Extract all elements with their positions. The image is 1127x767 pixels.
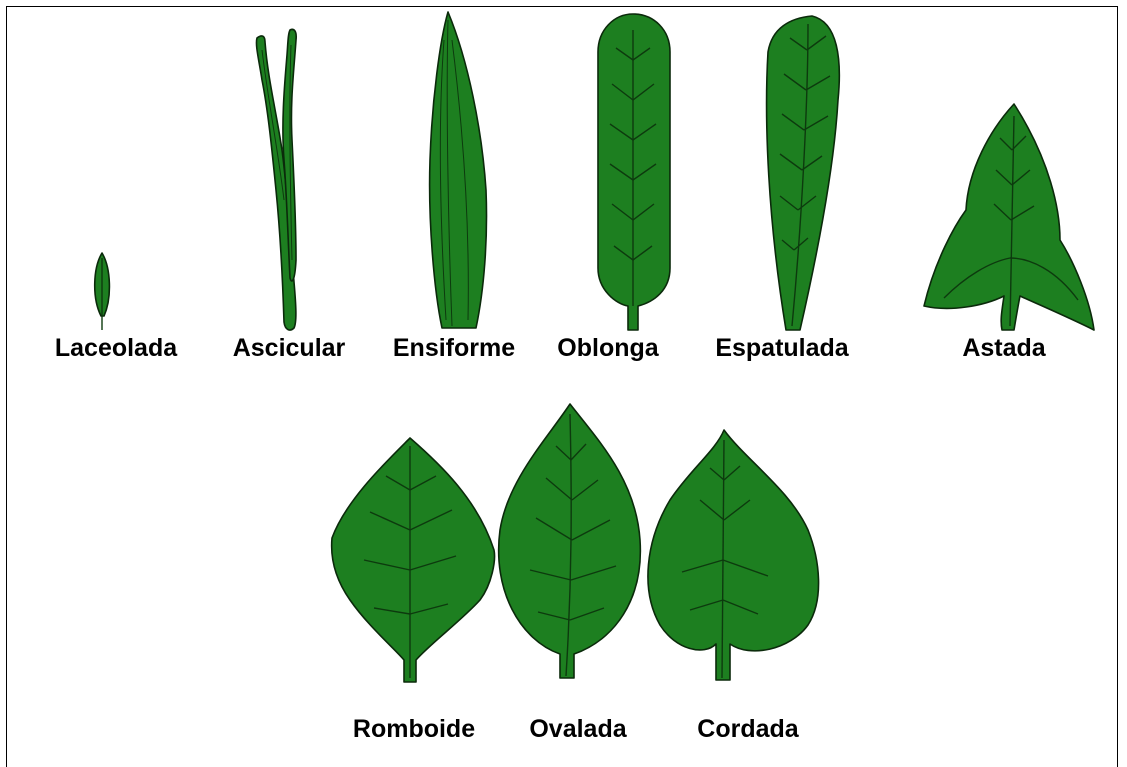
leaf-label-espatulada: Espatulada (715, 334, 848, 363)
leaf-label-oblonga: Oblonga (557, 334, 658, 363)
ascicular-leaf (256, 29, 296, 330)
laceolada-leaf (95, 253, 110, 330)
cordada-leaf (648, 430, 819, 680)
leaf-label-laceolada: Laceolada (55, 334, 177, 363)
leaf-label-ensiforme: Ensiforme (393, 334, 515, 363)
leaf-label-romboide: Romboide (353, 715, 475, 744)
leaf-label-ascicular: Ascicular (233, 334, 346, 363)
ovalada-leaf (499, 404, 641, 678)
leaf-label-ovalada: Ovalada (529, 715, 626, 744)
astada-leaf (924, 104, 1094, 330)
leaf-label-cordada: Cordada (697, 715, 798, 744)
espatulada-leaf (767, 16, 840, 330)
ensiforme-leaf (430, 12, 487, 328)
leaf-label-astada: Astada (962, 334, 1045, 363)
romboide-leaf (332, 438, 495, 682)
oblonga-leaf (598, 14, 670, 330)
